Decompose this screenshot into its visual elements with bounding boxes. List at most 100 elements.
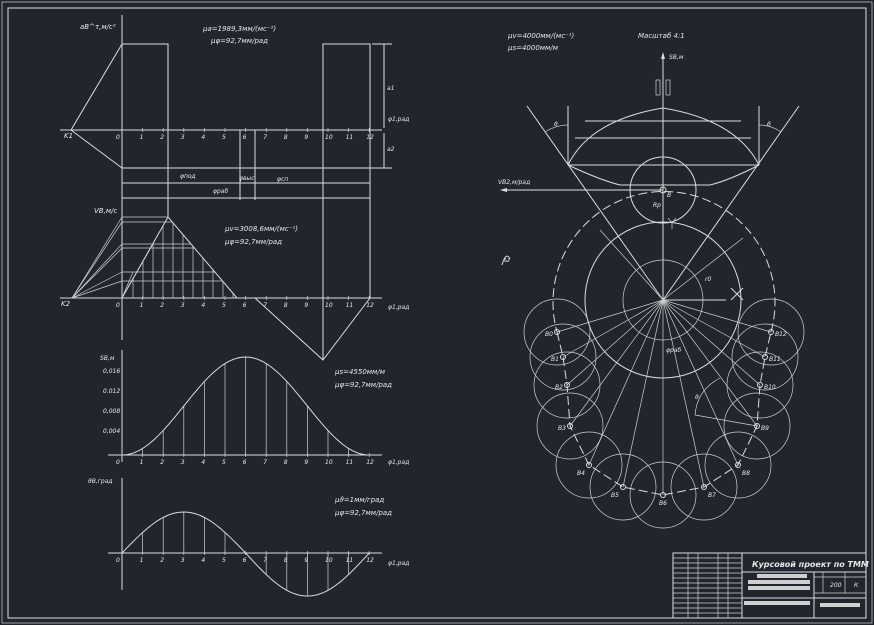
ds-dphi-lower-curve (567, 164, 760, 186)
axis-tick-label: 8 (284, 459, 288, 466)
axis-tick-label: 10 (325, 302, 333, 309)
cam-point-label: B3 (558, 425, 566, 432)
radial-line (662, 299, 705, 488)
redacted-text (820, 603, 860, 607)
axis-tick-label: 6 (243, 302, 247, 309)
axis-tick-label: 2 (160, 302, 164, 309)
axis-tick-label: 10 (325, 557, 333, 564)
axis-tick-label: 4 (201, 134, 205, 141)
theoretical-profile-path (556, 331, 772, 496)
axis-tick-label: 12 (366, 302, 374, 309)
title-block-title: Курсовой проект по ТММ (752, 560, 869, 569)
omega-arrow-icon (501, 255, 511, 266)
s-y-tick-label: 0,004 (103, 428, 120, 435)
axis-tick-label: 11 (346, 557, 354, 564)
redacted-text (748, 586, 810, 590)
axis-tick-label: 0 (116, 557, 120, 564)
roller-center-marker (735, 462, 741, 468)
roller-circle (731, 323, 799, 391)
radial-line (662, 299, 766, 358)
theta-arc-right (758, 124, 782, 133)
roller-center-marker (701, 484, 707, 490)
theta-right-label: ϑ (767, 121, 771, 128)
theta-bottom-label: ϑ (695, 394, 699, 401)
axis-tick-label: 7 (263, 134, 267, 141)
roller-center-marker (567, 423, 573, 429)
axis-tick-label: 0 (116, 302, 120, 309)
axis-tick-label: 9 (304, 302, 308, 309)
k2-ray (71, 221, 123, 299)
theta-line-bottom (694, 414, 758, 427)
axis-tick-label: 3 (181, 557, 185, 564)
pressure-line-right (662, 105, 800, 301)
radial-line (556, 299, 664, 333)
axis-tick-label: 5 (222, 302, 226, 309)
radial-line (599, 229, 664, 301)
k2-label: K2 (61, 300, 71, 308)
roller-circle-top (629, 156, 697, 224)
axis-tick-label: 5 (222, 134, 226, 141)
axis-tick-label: 4 (201, 302, 205, 309)
cam-point-label: B4 (577, 470, 585, 477)
roller-circle (589, 453, 657, 521)
roller-circle (704, 431, 772, 499)
k2-ray (71, 247, 123, 299)
cam-point-label: B9 (761, 425, 769, 432)
axis-tick-label: 7 (263, 302, 267, 309)
axis-tick-label: 10 (325, 459, 333, 466)
s-y-tick-label: 0.012 (103, 388, 120, 395)
k2-ray (71, 216, 123, 299)
roller-circle (529, 323, 597, 391)
roller-center-marker (554, 329, 560, 335)
roller-center-marker (620, 484, 626, 490)
axis-tick-label: 2 (160, 459, 164, 466)
radial-line (662, 299, 758, 427)
k2-ray (71, 243, 123, 299)
cam-point-label: B7 (708, 492, 716, 499)
acc-x-axis-label: φ1,рад (388, 116, 409, 123)
cam-s-axis-label: SB,м (669, 54, 684, 61)
axis-tick-label: 6 (243, 134, 247, 141)
cam-point-label: B8 (742, 470, 750, 477)
roller-center-marker (586, 462, 592, 468)
vel-scale-phi: μφ=92,7мм/рад (224, 238, 282, 246)
radial-line (662, 299, 772, 333)
roller-radius-label: Rр (653, 202, 661, 209)
radial-line (588, 299, 664, 466)
axis-tick-label: 0 (116, 459, 120, 466)
axis-tick-label: 10 (325, 134, 333, 141)
cam-point-label: B12 (775, 331, 787, 338)
theta-x-axis-label: φ1,рад (388, 560, 409, 567)
axis-tick-label: 2 (160, 134, 164, 141)
cam-point-label: B1 (551, 356, 559, 363)
s-scale-s: μs=4550мм/м (334, 368, 386, 376)
k1-label: K1 (64, 132, 73, 140)
axis-tick-label: 8 (284, 134, 288, 141)
roughness-symbol-icon (667, 217, 677, 229)
axis-tick-label: 1 (140, 459, 144, 466)
axis-tick-label: 5 (222, 459, 226, 466)
axis-tick-label: 9 (304, 557, 308, 564)
radial-line (569, 299, 664, 427)
vel-negative-triangle (254, 297, 371, 361)
roller-circle (523, 298, 591, 366)
s-axis-arrow-icon (661, 52, 665, 59)
axis-tick-label: 2 (160, 557, 164, 564)
vel-trapezoid-rise (121, 216, 238, 299)
roller-center-marker (660, 492, 666, 498)
redacted-text (744, 601, 810, 605)
radial-line (662, 299, 739, 466)
title-block-letter: К (854, 582, 859, 589)
vel-construction-line (121, 243, 154, 299)
roller-circle (737, 298, 805, 366)
cam-scale-s: μs=4000мм/м (507, 44, 559, 52)
cam-v-axis-label: VB2,м/рад (498, 179, 530, 186)
cam-scale-v: μv=4000мм/(мс⁻¹) (507, 32, 575, 40)
title-block-frame (672, 552, 867, 619)
phi-vys-label: φвыс (239, 175, 255, 182)
axis-tick-label: 7 (263, 459, 267, 466)
axis-tick-label: 11 (346, 302, 354, 309)
a2-label: a2 (387, 146, 395, 153)
